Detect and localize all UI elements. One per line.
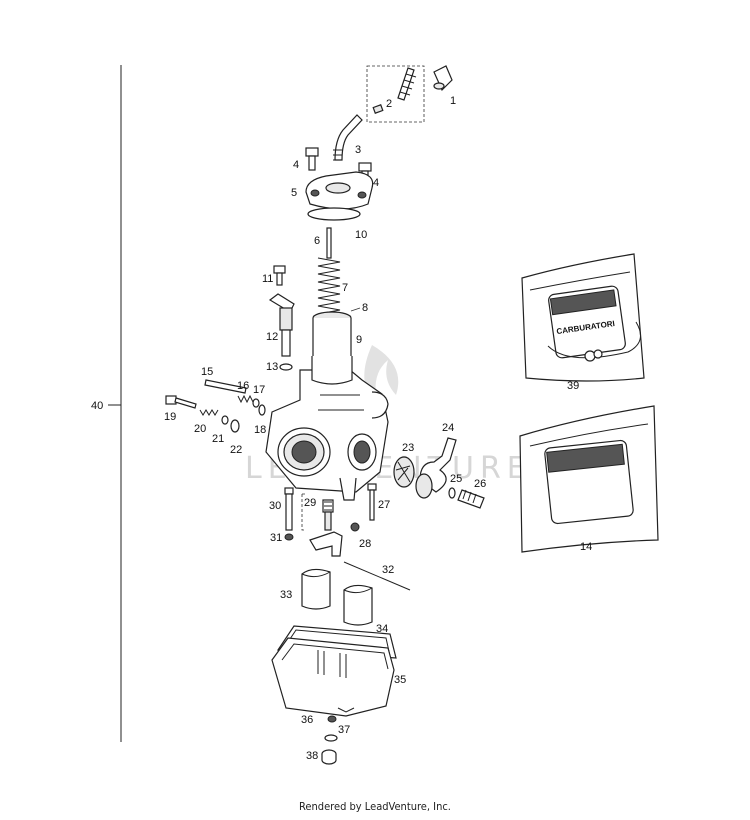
part-12-choke-plunger <box>268 293 295 357</box>
part-38-drain-screw <box>321 749 337 765</box>
callout-39[interactable]: 39 <box>567 380 579 392</box>
part-14-repair-kit-bag <box>519 405 659 553</box>
callout-1[interactable]: 1 <box>450 95 456 107</box>
callout-3[interactable]: 3 <box>355 144 361 156</box>
part-float-arm <box>309 531 343 557</box>
part-10-gasket <box>307 207 361 221</box>
part-4-screw-left <box>305 147 319 171</box>
part-27-pilot-jet <box>367 483 377 521</box>
callout-34[interactable]: 34 <box>376 623 388 635</box>
part-37-washer <box>324 734 338 742</box>
part-31-washer <box>284 533 294 541</box>
callout-29[interactable]: 29 <box>304 497 316 509</box>
part-28-plug <box>350 522 360 532</box>
callout-9[interactable]: 9 <box>356 334 362 346</box>
part-6-jet-needle <box>326 227 332 259</box>
part-39-gasket-kit-bag <box>521 253 645 382</box>
part-35-float-bowl <box>271 637 395 717</box>
callout-14[interactable]: 14 <box>580 541 592 553</box>
callout-31[interactable]: 31 <box>270 532 282 544</box>
part-2-adjuster-screw <box>372 67 417 114</box>
part-5-top-cover <box>305 171 374 210</box>
part-17-washer <box>252 398 260 408</box>
part-20-spring <box>199 409 219 416</box>
part-15-idle-screw <box>204 379 247 394</box>
callout-11[interactable]: 11 <box>262 273 273 285</box>
callout-27[interactable]: 27 <box>378 499 390 511</box>
part-33-float-right <box>343 584 373 626</box>
callout-6[interactable]: 6 <box>314 235 320 247</box>
callout-35[interactable]: 35 <box>394 674 406 686</box>
part-16-spring <box>237 394 254 404</box>
part-19-mixture-screw <box>165 395 197 409</box>
callout-22[interactable]: 22 <box>230 444 242 456</box>
part-18-o-ring <box>258 404 266 416</box>
part-22-o-ring <box>230 419 240 433</box>
callout-30[interactable]: 30 <box>269 500 281 512</box>
callout-4-right[interactable]: 4 <box>373 177 379 189</box>
assembly-bracket-40: 40 <box>91 65 122 742</box>
callout-38[interactable]: 38 <box>306 750 318 762</box>
callout-15[interactable]: 15 <box>201 366 213 378</box>
callout-24[interactable]: 24 <box>442 422 454 434</box>
callout-26[interactable]: 26 <box>474 478 486 490</box>
callout-36[interactable]: 36 <box>301 714 313 726</box>
part-7-spring <box>317 257 341 319</box>
part-3-cable-tube <box>333 114 363 161</box>
callout-4-left[interactable]: 4 <box>293 159 299 171</box>
callout-8[interactable]: 8 <box>362 302 368 314</box>
part-24-fuel-inlet <box>415 437 457 499</box>
callout-23[interactable]: 23 <box>402 442 414 454</box>
callout-32[interactable]: 32 <box>382 564 394 576</box>
callout-5[interactable]: 5 <box>291 187 297 199</box>
callout-25[interactable]: 25 <box>450 473 462 485</box>
callout-2[interactable]: 2 <box>386 98 392 110</box>
callout-16[interactable]: 16 <box>237 380 249 392</box>
callout-17[interactable]: 17 <box>253 384 265 396</box>
callout-33[interactable]: 33 <box>280 589 292 601</box>
carburetor-body <box>265 356 389 501</box>
part-26-banjo-bolt <box>457 489 485 509</box>
callout-21[interactable]: 21 <box>212 433 224 445</box>
footer-credit: Rendered by LeadVenture, Inc. <box>299 800 451 813</box>
part-32-float-pin <box>343 561 411 591</box>
part-25-washer <box>448 487 456 499</box>
callout-19[interactable]: 19 <box>164 411 176 423</box>
callout-13[interactable]: 13 <box>266 361 278 373</box>
callout-18[interactable]: 18 <box>254 424 266 436</box>
callout-20[interactable]: 20 <box>194 423 206 435</box>
part-36-plug <box>327 715 337 723</box>
callout-40[interactable]: 40 <box>91 400 103 412</box>
part-29-needle-jet <box>322 499 334 531</box>
part-21-washer <box>221 415 229 425</box>
part-11-screw <box>273 265 286 286</box>
part-group-box-1-2 <box>366 65 425 123</box>
callout-7[interactable]: 7 <box>342 282 348 294</box>
part-1-cap <box>433 65 453 92</box>
callout-10[interactable]: 10 <box>355 229 367 241</box>
callout-12[interactable]: 12 <box>266 331 278 343</box>
part-33-float-left <box>301 568 331 610</box>
part-23-filter-screen <box>393 456 415 488</box>
part-group-bracket-29 <box>301 493 306 531</box>
callout-37[interactable]: 37 <box>338 724 350 736</box>
part-13-o-ring <box>279 363 293 371</box>
part-30-main-jet-holder <box>284 487 294 531</box>
callout-28[interactable]: 28 <box>359 538 371 550</box>
